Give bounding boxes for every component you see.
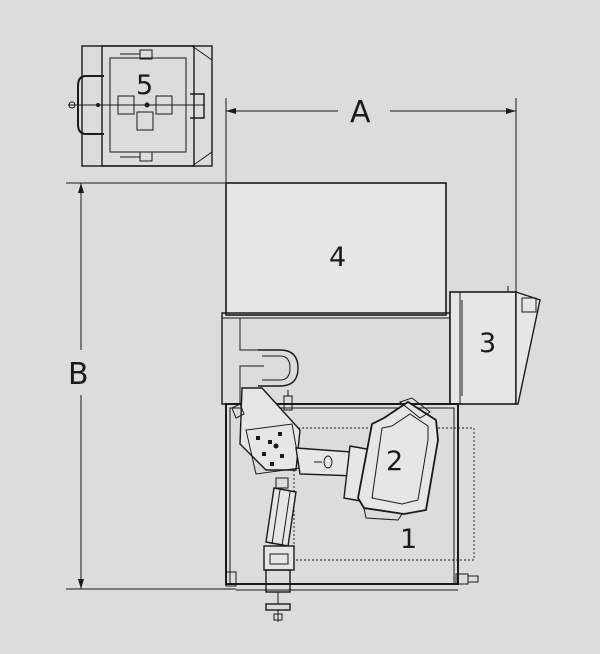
robot-lower-arm [265, 487, 297, 547]
robot-arm: 2 [231, 387, 439, 622]
dimension-b: B [66, 182, 236, 590]
robot-wrist [263, 545, 295, 571]
housing-slot [258, 349, 299, 387]
label-4: 4 [329, 242, 346, 273]
robot-base [239, 387, 301, 471]
label-2: 2 [386, 446, 403, 477]
label-5: 5 [136, 70, 153, 101]
unit-4: 4 [225, 182, 447, 316]
unit-3: 3 [449, 286, 541, 405]
unit-5: 5 [68, 45, 213, 167]
label-a: A [350, 95, 371, 130]
label-1: 1 [400, 524, 417, 555]
label-3: 3 [479, 328, 496, 359]
unit-5-block-center [136, 111, 154, 131]
dimension-a: A [225, 95, 517, 292]
label-b: B [68, 357, 89, 392]
robot-tool-flange [265, 603, 291, 611]
gripper-2 [357, 400, 439, 515]
unit-5-body [101, 45, 195, 167]
unit-3-door [515, 291, 541, 405]
unit-3-box [449, 291, 517, 405]
unit-4-box [225, 182, 447, 316]
unit-5-clip-bottom [139, 151, 153, 162]
